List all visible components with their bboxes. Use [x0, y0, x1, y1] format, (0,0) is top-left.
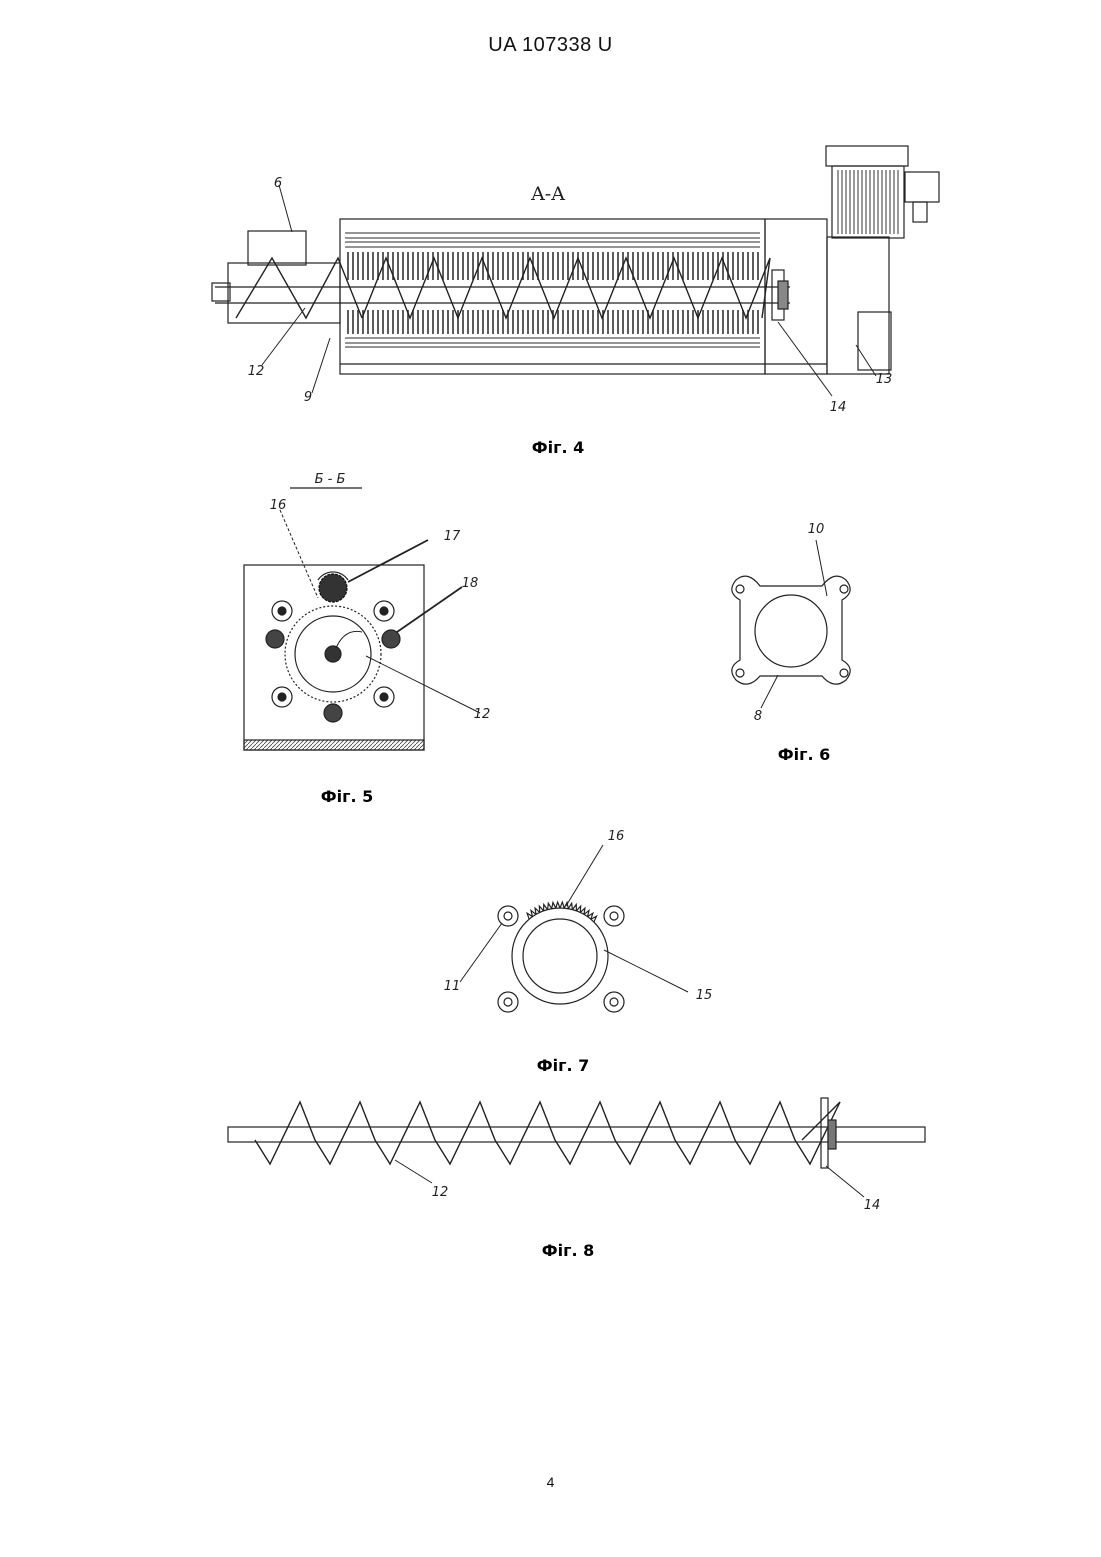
figure-4-section-view	[212, 146, 939, 396]
shaft-section	[325, 646, 341, 662]
disc-bore	[755, 595, 827, 667]
ref-label-11: 11	[444, 979, 461, 994]
drive-motor	[826, 146, 939, 374]
figure-5-cross-section	[244, 488, 480, 750]
leader-lines-fig8	[395, 1160, 864, 1197]
ref-label-16-fig7: 16	[608, 829, 625, 844]
figure-4-caption: Фіг. 4	[532, 438, 585, 457]
leader-lines-fig7	[460, 845, 688, 992]
ref-label-14-fig8: 14	[864, 1198, 881, 1213]
inlet-hopper	[212, 231, 340, 323]
auger-flight	[255, 1102, 840, 1164]
section-label-fig4: A-A	[530, 183, 565, 205]
ref-label-17: 17	[444, 529, 461, 544]
flange-hub	[828, 1120, 836, 1149]
ref-label-18: 18	[462, 576, 479, 591]
page-number: 4	[0, 1474, 1101, 1490]
ref-label-12: 12	[248, 364, 265, 379]
ref-label-12-fig8: 12	[432, 1185, 449, 1200]
ref-label-9: 9	[304, 390, 312, 405]
figure-6-disc	[732, 540, 850, 708]
figure-7-caption: Фіг. 7	[537, 1056, 590, 1075]
auger-shaft	[215, 287, 790, 303]
gear-ring	[512, 908, 608, 1004]
base-hatching	[244, 740, 424, 750]
ref-label-14: 14	[830, 400, 847, 415]
figure-8-caption: Фіг. 8	[542, 1241, 595, 1260]
ref-label-10: 10	[808, 522, 825, 537]
figure-5-caption: Фіг. 5	[321, 787, 374, 806]
ref-label-8: 8	[754, 709, 762, 724]
mount-holes	[498, 906, 624, 1012]
ref-label-15: 15	[696, 988, 713, 1003]
figure-8-auger	[228, 1098, 925, 1197]
section-label-fig5: Б - Б	[315, 472, 346, 487]
ref-label-13: 13	[876, 372, 893, 387]
disc-stack	[348, 252, 758, 334]
ref-label-12-fig5: 12	[474, 707, 491, 722]
ref-label-16: 16	[270, 498, 287, 513]
ref-label-6: 6	[274, 176, 282, 191]
leader-lines-fig6	[761, 540, 827, 708]
bearing-hub	[778, 281, 788, 309]
figure-7-gear-ring	[460, 845, 688, 1012]
gear-bore	[523, 919, 597, 993]
pinion-gear	[319, 574, 347, 602]
inlet-spiral	[236, 258, 362, 318]
figure-6-caption: Фіг. 6	[778, 745, 831, 764]
disc-outline	[732, 576, 850, 684]
